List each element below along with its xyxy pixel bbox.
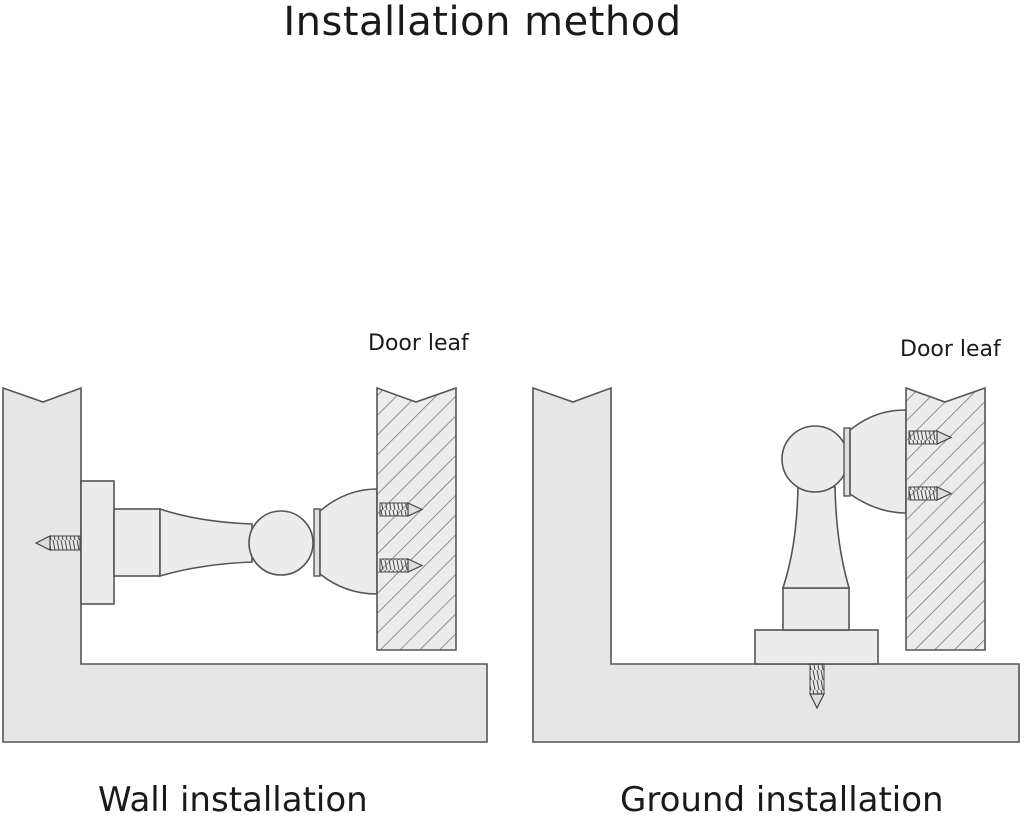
wall-ball bbox=[248, 510, 314, 576]
ground-door-screw-1 bbox=[908, 430, 953, 445]
ground-stem bbox=[781, 486, 851, 589]
wall-base-plate bbox=[80, 480, 115, 605]
wall-screw bbox=[34, 535, 81, 551]
ground-ball bbox=[781, 425, 849, 493]
door-leaf-label-ground: Door leaf bbox=[900, 337, 1001, 362]
ground-door-screw-2 bbox=[908, 486, 953, 501]
ground-installation-diagram bbox=[532, 386, 1020, 743]
wall-door-screw-2 bbox=[379, 558, 424, 573]
wall-catch-plate bbox=[313, 508, 321, 577]
ground-catch-dome bbox=[849, 409, 907, 514]
wall-l-shape bbox=[2, 386, 488, 743]
wall-door-screw-1 bbox=[379, 502, 424, 517]
ground-door-leaf bbox=[905, 386, 986, 651]
wall-stem bbox=[159, 507, 253, 578]
ground-collar bbox=[782, 587, 850, 631]
wall-collar bbox=[113, 508, 161, 577]
wall-installation-caption: Wall installation bbox=[98, 780, 368, 820]
wall-catch-dome bbox=[319, 488, 378, 595]
door-leaf-label-wall: Door leaf bbox=[368, 331, 469, 356]
wall-door-leaf bbox=[376, 386, 457, 651]
wall-installation-diagram bbox=[2, 386, 488, 743]
ground-installation-caption: Ground installation bbox=[620, 780, 944, 820]
ground-catch-plate bbox=[843, 427, 851, 497]
ground-base-plate bbox=[754, 629, 879, 665]
ground-screw bbox=[809, 663, 825, 710]
page-title: Installation method bbox=[283, 0, 682, 45]
